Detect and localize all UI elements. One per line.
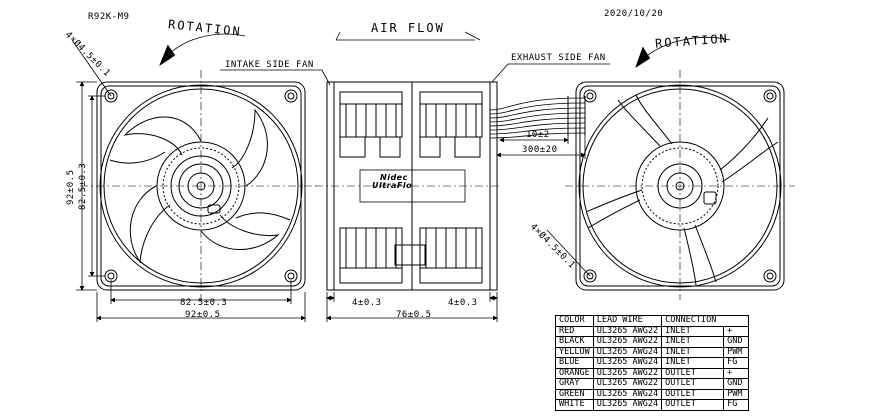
table-row: BLUE UL3265 AWG24 INLET FG [555,357,750,369]
table-row: YELLOW UL3265 AWG24 INLET PWM [555,346,750,358]
wire-function: FG [723,357,750,369]
width-outer-dim: 92±0.5 [185,310,221,320]
width-inner-dim: 82.5±0.3 [180,298,228,308]
model-number: R92K-M9 [88,12,130,22]
drawing-date: 2020/10/20 [604,9,664,19]
brand-logo: Nidec UltraFlo [372,174,412,190]
wire-function: GND [723,378,750,390]
fan-side-view [315,81,586,291]
wire-color: ORANGE [555,367,594,379]
wire-color: BLACK [555,336,594,348]
wire-function: PWM [723,388,750,400]
wire-spec: UL3265 AWG22 [592,336,663,348]
wire-color: GRAY [555,378,594,390]
wire-spec: UL3265 AWG22 [592,378,663,390]
table-row: ORANGE UL3265 AWG22 OUTLET + [555,367,750,379]
wire-side: OUTLET [661,367,725,379]
side-left-dim: 4±0.3 [352,298,382,308]
intake-side-label: INTAKE SIDE FAN [225,60,314,70]
lead-wire-table: COLOR LEAD WIRE CONNECTION RED UL3265 AW… [555,315,750,411]
table-row: GRAY UL3265 AWG22 OUTLET GND [555,378,750,390]
wire-side: OUTLET [661,378,725,390]
wire-side: INLET [661,357,725,369]
brand-name: Nidec [380,173,408,182]
wire-function: FG [723,399,750,411]
wire-side: INLET [661,346,725,358]
strip-length-dim: 10±2 [526,130,550,140]
wire-color: WHITE [555,399,594,411]
lead-length-dim: 300±20 [522,145,558,155]
header-lead-wire: LEAD WIRE [592,315,663,327]
table-row: GREEN UL3265 AWG24 OUTLET PWM [555,388,750,400]
table-header-row: COLOR LEAD WIRE CONNECTION [555,315,750,327]
height-outer-dim: 92±0.5 [66,169,76,205]
wire-spec: UL3265 AWG22 [592,325,663,337]
header-connection: CONNECTION [661,315,750,327]
wire-spec: UL3265 AWG24 [592,399,663,411]
header-color: COLOR [555,315,594,327]
depth-dim: 76±0.5 [396,310,432,320]
exhaust-fan-rear-view [565,70,795,300]
wire-function: + [723,325,750,337]
wire-spec: UL3265 AWG24 [592,388,663,400]
height-inner-dim: 82.5±0.3 [78,162,88,210]
intake-fan-front-view [80,70,320,300]
air-flow-label: AIR FLOW [371,21,445,35]
wire-color: YELLOW [555,346,594,358]
wire-side: INLET [661,325,725,337]
exhaust-side-label: EXHAUST SIDE FAN [511,53,606,63]
side-right-dim: 4±0.3 [448,298,478,308]
wire-color: RED [555,325,594,337]
wire-color: BLUE [555,357,594,369]
product-name: UltraFlo [372,181,413,190]
table-row: BLACK UL3265 AWG22 INLET GND [555,336,750,348]
wire-spec: UL3265 AWG24 [592,357,663,369]
wire-side: OUTLET [661,399,725,411]
wire-spec: UL3265 AWG22 [592,367,663,379]
wire-spec: UL3265 AWG24 [592,346,663,358]
table-row: RED UL3265 AWG22 INLET + [555,325,750,337]
wire-side: OUTLET [661,388,725,400]
wire-color: GREEN [555,388,594,400]
wire-function: GND [723,336,750,348]
table-row: WHITE UL3265 AWG24 OUTLET FG [555,399,750,411]
annotation-lines [71,31,731,322]
wire-function: + [723,367,750,379]
wire-function: PWM [723,346,750,358]
wire-side: INLET [661,336,725,348]
